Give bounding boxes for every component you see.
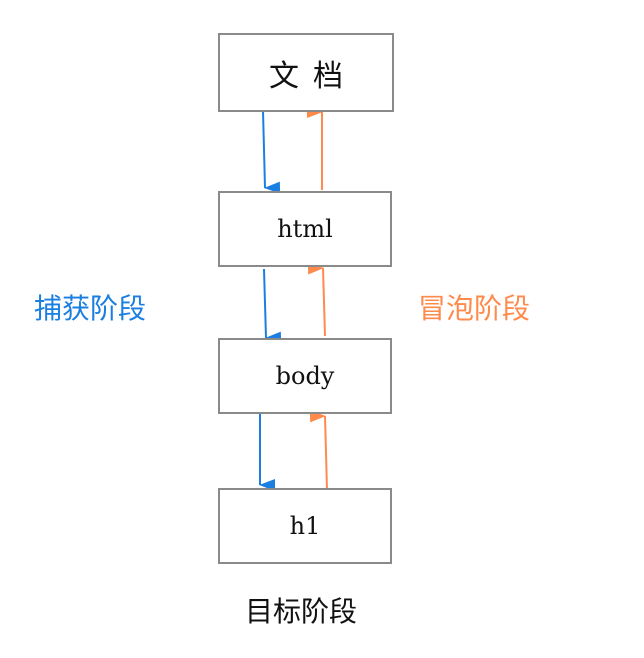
bubble-arrow-h1-body xyxy=(309,410,328,491)
bubble-phase-label: 冒泡阶段 xyxy=(418,292,531,325)
capture-arrow-document-html xyxy=(262,110,281,194)
capture-arrow-html-body xyxy=(263,268,282,344)
node-html: html xyxy=(218,191,392,267)
node-document-label: 文档 xyxy=(269,58,357,94)
capture-phase-label: 捕获阶段 xyxy=(34,292,147,325)
node-document: 文档 xyxy=(218,33,394,112)
target-phase-label: 目标阶段 xyxy=(245,595,358,628)
bubble-arrow-body-html xyxy=(307,262,326,337)
node-h1-label: h1 xyxy=(289,512,321,540)
node-h1: h1 xyxy=(218,488,392,564)
node-body: body xyxy=(218,338,392,414)
node-body-label: body xyxy=(275,362,335,390)
node-html-label: html xyxy=(277,215,333,243)
